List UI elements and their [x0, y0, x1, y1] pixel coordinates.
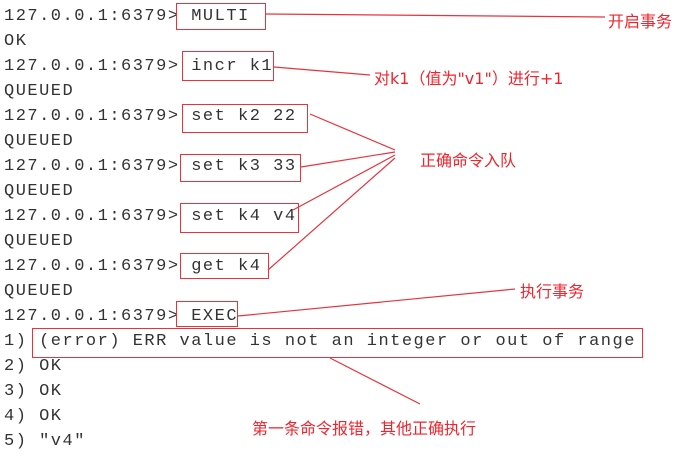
- terminal-line: QUEUED: [4, 82, 75, 101]
- note-incr: 对k1（值为"v1"）进行+1: [374, 69, 564, 88]
- pointer-line: [292, 154, 396, 211]
- pointer-line: [265, 13, 606, 18]
- terminal-line: QUEUED: [4, 182, 75, 201]
- highlight-error: [32, 328, 643, 358]
- terminal-line: 127.0.0.1:6379> set k3 33: [4, 157, 297, 176]
- highlight-multi: [176, 3, 266, 30]
- note-exec: 执行事务: [520, 282, 585, 301]
- pointer-line: [309, 113, 396, 151]
- terminal-line: 4) OK: [4, 407, 63, 426]
- terminal-line: 2) OK: [4, 357, 63, 376]
- highlight-exec: [176, 301, 238, 327]
- note-queued: 正确命令入队: [420, 151, 517, 170]
- terminal-line: 127.0.0.1:6379> MULTI: [4, 7, 250, 26]
- terminal-line: 127.0.0.1:6379> incr k1: [4, 57, 274, 76]
- highlight-set-k3: [180, 154, 301, 182]
- note-start-transaction: 开启事务: [608, 12, 673, 31]
- pointer-line: [300, 151, 396, 168]
- highlight-set-k2: [182, 104, 308, 133]
- terminal-output: 127.0.0.1:6379> MULTI OK 127.0.0.1:6379>…: [4, 4, 636, 454]
- terminal-line: QUEUED: [4, 282, 75, 301]
- terminal-line: 5) "v4": [4, 432, 86, 451]
- terminal-line: 1) (error) ERR value is not an integer o…: [4, 332, 636, 351]
- pointer-line: [267, 157, 396, 271]
- terminal-line: 3) OK: [4, 382, 63, 401]
- terminal-line: 127.0.0.1:6379> get k4: [4, 257, 262, 276]
- pointer-line: [273, 66, 371, 76]
- terminal-line: 127.0.0.1:6379> EXEC: [4, 307, 239, 326]
- highlight-incr: [182, 51, 274, 81]
- terminal-line: OK: [4, 32, 28, 51]
- highlight-get-k4: [180, 253, 269, 279]
- terminal-line: 127.0.0.1:6379> set k2 22: [4, 107, 297, 126]
- highlight-set-k4: [180, 203, 299, 233]
- terminal-line: QUEUED: [4, 132, 75, 151]
- pointer-line: [237, 288, 516, 317]
- terminal-line: QUEUED: [4, 232, 75, 251]
- pointer-line: [329, 357, 421, 405]
- terminal-line: 127.0.0.1:6379> set k4 v4: [4, 207, 297, 226]
- note-result: 第一条命令报错，其他正确执行: [252, 419, 477, 438]
